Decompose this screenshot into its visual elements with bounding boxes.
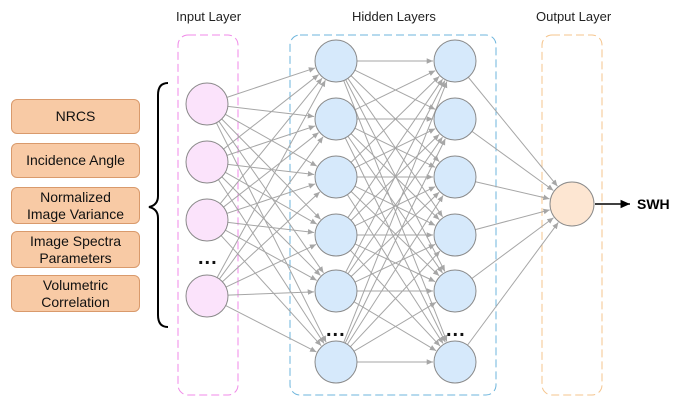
connection-line bbox=[227, 289, 315, 296]
connection-line bbox=[215, 122, 327, 343]
connection-line bbox=[218, 136, 324, 280]
connection-line bbox=[216, 80, 326, 278]
hidden2-node bbox=[433, 269, 477, 313]
feature-label: NRCS bbox=[55, 108, 96, 124]
input-node bbox=[185, 274, 229, 318]
connection-line bbox=[350, 75, 440, 163]
connection-line bbox=[222, 191, 321, 283]
nodes bbox=[185, 39, 595, 384]
hidden-layers-frame bbox=[289, 34, 497, 396]
input-layer-title: Input Layer bbox=[176, 9, 242, 24]
hidden2-node bbox=[433, 213, 477, 257]
connection-line bbox=[347, 78, 443, 218]
connection-line bbox=[225, 229, 317, 281]
output-node bbox=[549, 181, 595, 227]
connections bbox=[215, 58, 559, 365]
connection-line bbox=[225, 305, 317, 353]
input-ellipsis: ... bbox=[198, 247, 218, 269]
connection-line bbox=[467, 222, 559, 346]
input-layer-frame bbox=[177, 34, 239, 396]
connection-line bbox=[475, 208, 550, 231]
connection-line bbox=[471, 217, 554, 279]
connection-line bbox=[353, 301, 437, 352]
connection-line bbox=[226, 67, 316, 98]
connection-line bbox=[226, 183, 316, 214]
hidden2-node bbox=[433, 39, 477, 83]
connection-line bbox=[471, 130, 554, 191]
hidden2-node bbox=[433, 340, 477, 384]
connection-line bbox=[223, 132, 319, 208]
connection-line bbox=[223, 74, 319, 150]
connection-line bbox=[343, 81, 448, 343]
feature-brace bbox=[148, 82, 169, 328]
hidden2-node bbox=[433, 97, 477, 141]
connection-line bbox=[354, 70, 436, 111]
connection-line bbox=[345, 80, 446, 273]
hidden1-node bbox=[314, 213, 358, 257]
connection-line bbox=[354, 243, 436, 283]
hidden-layers-title: Hidden Layers bbox=[352, 9, 436, 24]
input-node bbox=[185, 140, 229, 184]
connection-line bbox=[350, 191, 440, 277]
connection-line bbox=[475, 181, 550, 201]
hidden1-ellipsis: ... bbox=[326, 319, 346, 341]
feature-box-incidence-angle: Incidence Angle bbox=[11, 143, 140, 178]
hidden1-node bbox=[314, 155, 358, 199]
connection-line bbox=[347, 136, 443, 275]
connection-line bbox=[467, 76, 558, 187]
connection-line bbox=[218, 121, 324, 274]
connection-line bbox=[227, 221, 315, 235]
connection-line bbox=[225, 243, 317, 288]
connection-line bbox=[217, 179, 325, 344]
connection-line bbox=[346, 195, 444, 345]
connection-line bbox=[221, 176, 321, 276]
hidden2-node bbox=[433, 155, 477, 199]
connection-line bbox=[349, 250, 441, 348]
output-label-swh: SWH bbox=[637, 196, 670, 212]
hidden1-node bbox=[314, 269, 358, 313]
connection-line bbox=[219, 77, 323, 205]
feature-box-nrcs: NRCS bbox=[11, 99, 140, 134]
feature-label: Incidence Angle bbox=[26, 152, 125, 168]
connection-line bbox=[344, 138, 446, 344]
input-node bbox=[185, 82, 229, 126]
output-layer-title: Output Layer bbox=[536, 9, 612, 24]
output-layer-frame bbox=[541, 34, 603, 396]
hidden1-node bbox=[314, 97, 358, 141]
input-node bbox=[185, 198, 229, 242]
hidden1-node bbox=[314, 39, 358, 83]
hidden1-node bbox=[314, 340, 358, 384]
hidden2-ellipsis: ... bbox=[446, 319, 466, 341]
